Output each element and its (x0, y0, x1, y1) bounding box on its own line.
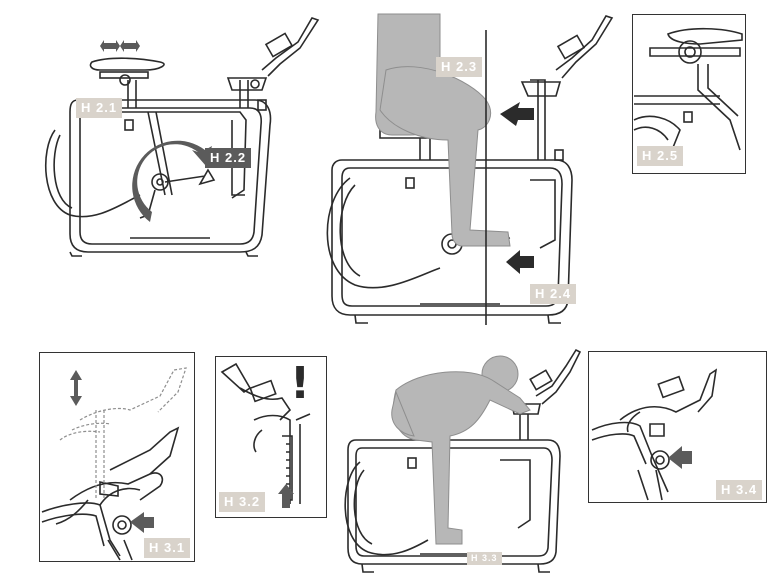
up-arrow-icon (278, 484, 294, 508)
seat-detail-h2-5 (633, 27, 743, 151)
arrow-icon (500, 102, 534, 126)
detail-box-h2-5 (632, 14, 746, 174)
arrow-icon (130, 512, 154, 533)
step-label-h3-1: H 3.1 (144, 538, 191, 558)
handlebar-illustration-h3-2 (220, 362, 311, 504)
handlebar-illustration-h3-1 (41, 426, 180, 561)
adjust-arrows-h2-1 (100, 40, 140, 52)
detail-box-h3-4 (588, 351, 767, 503)
detail-box-h3-2 (215, 356, 327, 518)
step-label-h2-2: H 2.2 (205, 148, 252, 168)
arrow-icon (506, 250, 534, 274)
step-label-h3-2: H 3.2 (219, 492, 266, 512)
handlebar-raised-ghost (59, 367, 187, 500)
warning-exclamation: ! (290, 358, 311, 409)
step-label-h2-4: H 2.4 (530, 284, 577, 304)
bike-illustration-h2-3 (326, 15, 614, 324)
detail-box-h3-1 (39, 352, 195, 562)
rider-silhouette-h2-3 (375, 13, 511, 247)
step-label-h2-1: H 2.1 (76, 98, 123, 118)
step-label-h3-3: H 3.3 (467, 552, 502, 565)
step-label-h3-4: H 3.4 (716, 480, 763, 500)
step-label-h2-3: H 2.3 (436, 57, 483, 77)
arrow-icon (668, 446, 692, 469)
up-down-arrow-icon (70, 370, 82, 406)
handlebar-illustration-h3-4 (591, 368, 718, 501)
bike-illustration-h3-3 (344, 348, 582, 573)
step-label-h2-5: H 2.5 (637, 146, 684, 166)
rider-silhouette-h3-3 (391, 355, 531, 545)
bike-illustration-h2-1 (45, 17, 320, 257)
